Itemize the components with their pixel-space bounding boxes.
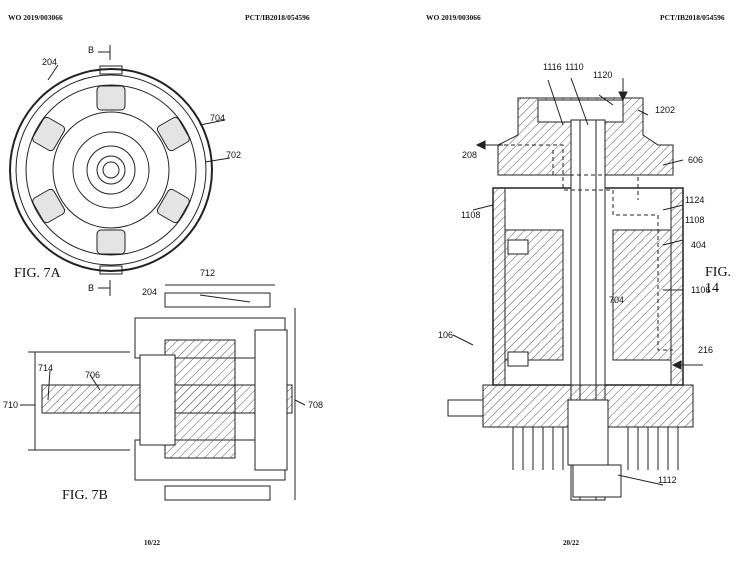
ref-1108-left: 1108 bbox=[461, 210, 481, 220]
patent-page-right: WO 2019/003066 PCT/IB2018/054596 bbox=[373, 0, 746, 563]
ref-1202: 1202 bbox=[655, 105, 676, 115]
fig-7a-end-view bbox=[10, 45, 230, 296]
ref-216: 216 bbox=[698, 345, 714, 355]
ref-1112: 1112 bbox=[658, 475, 677, 485]
header-application-number: PCT/IB2018/054596 bbox=[660, 13, 725, 22]
fig-7a-label: FIG. 7A bbox=[14, 266, 61, 281]
ref-704: 704 bbox=[210, 113, 226, 123]
section-mark-b-bottom: B bbox=[88, 283, 95, 293]
header-application-number: PCT/IB2018/054596 bbox=[245, 13, 310, 22]
ref-1106: 1106 bbox=[691, 285, 711, 295]
ref-1124: 1124 bbox=[685, 195, 705, 205]
fig-7b-side-view bbox=[20, 285, 305, 500]
header-publication-number: WO 2019/003066 bbox=[426, 13, 481, 22]
patent-page-left: WO 2019/003066 PCT/IB2018/054596 bbox=[0, 0, 373, 563]
ref-606: 606 bbox=[688, 155, 704, 165]
ref-708: 708 bbox=[308, 400, 324, 410]
fig-14-cross-section bbox=[373, 0, 746, 563]
header-publication-number: WO 2019/003066 bbox=[8, 13, 63, 22]
ref-704: 704 bbox=[609, 295, 625, 305]
ref-106: 106 bbox=[438, 330, 454, 340]
page-number: 10/22 bbox=[144, 539, 160, 547]
ref-712: 712 bbox=[200, 268, 216, 278]
ref-702: 702 bbox=[226, 150, 242, 160]
ref-714: 714 bbox=[38, 363, 54, 373]
ref-204-b: 204 bbox=[142, 287, 158, 297]
ref-1116: 1116 bbox=[543, 62, 562, 72]
fig-7a-7b-drawing bbox=[0, 0, 373, 563]
ref-204-a: 204 bbox=[42, 57, 58, 67]
ref-706: 706 bbox=[85, 370, 101, 380]
ref-710: 710 bbox=[3, 400, 19, 410]
ref-1108-right: 1108 bbox=[685, 215, 705, 225]
page-number: 20/22 bbox=[563, 539, 579, 547]
section-mark-b-top: B bbox=[88, 45, 95, 55]
fig-7b-label: FIG. 7B bbox=[62, 488, 108, 503]
ref-1110: 1110 bbox=[565, 62, 584, 72]
ref-208: 208 bbox=[462, 150, 478, 160]
fig-14-label: FIG. 14 bbox=[705, 265, 732, 296]
ref-404: 404 bbox=[691, 240, 707, 250]
ref-1120: 1120 bbox=[593, 70, 613, 80]
